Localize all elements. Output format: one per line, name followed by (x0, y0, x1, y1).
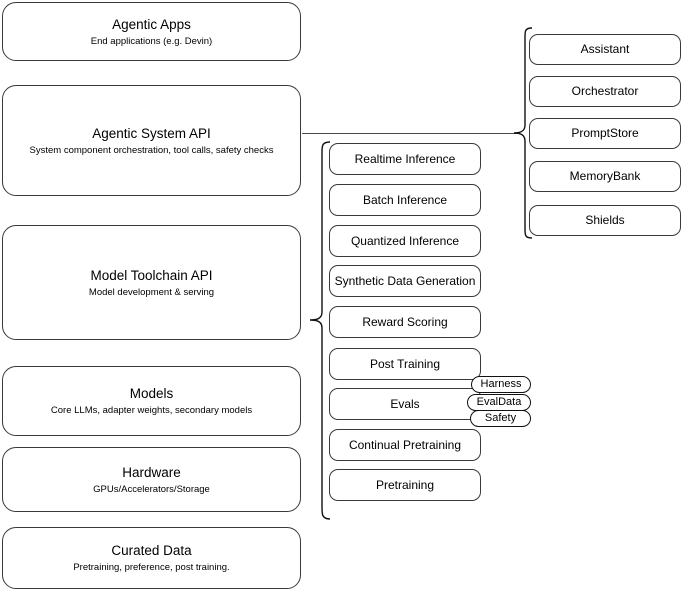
toolchain-box-evals[interactable]: Evals (329, 388, 481, 420)
layer-box-agentic-system-api[interactable]: Agentic System API System component orch… (2, 85, 301, 196)
system-component-label: Orchestrator (571, 84, 639, 98)
toolchain-box-continual-pretraining[interactable]: Continual Pretraining (329, 429, 481, 461)
toolchain-label: Pretraining (375, 477, 435, 492)
toolchain-box-pretraining[interactable]: Pretraining (329, 469, 481, 501)
brace-agentic-system-components (512, 26, 534, 240)
layer-box-curated-data[interactable]: Curated Data Pretraining, preference, po… (2, 527, 301, 589)
toolchain-label: Continual Pretraining (348, 437, 462, 452)
layer-title: Model Toolchain API (90, 267, 213, 283)
layer-title: Hardware (122, 464, 181, 480)
evals-tag-safety[interactable]: Safety (470, 410, 531, 427)
layer-subtitle: Core LLMs, adapter weights, secondary mo… (50, 405, 253, 416)
toolchain-label: Batch Inference (362, 192, 448, 207)
toolchain-box-reward-scoring[interactable]: Reward Scoring (329, 306, 481, 338)
layer-subtitle: End applications (e.g. Devin) (90, 35, 213, 47)
brace-model-toolchain (308, 140, 332, 522)
toolchain-label: Realtime Inference (354, 151, 456, 166)
layer-title: Models (129, 386, 174, 401)
layer-box-hardware[interactable]: Hardware GPUs/Accelerators/Storage (2, 447, 301, 512)
evals-tag-label: EvalData (476, 396, 522, 408)
evals-tag-harness[interactable]: Harness (471, 376, 531, 393)
evals-tag-label: Safety (484, 412, 517, 424)
system-component-label: Assistant (580, 42, 630, 56)
layer-title: Curated Data (111, 543, 192, 558)
connector-system-api-to-components (302, 133, 518, 135)
system-component-box-assistant[interactable]: Assistant (529, 34, 681, 65)
toolchain-box-batch-inference[interactable]: Batch Inference (329, 184, 481, 216)
layer-box-agentic-apps[interactable]: Agentic Apps End applications (e.g. Devi… (2, 2, 301, 61)
layer-title: Agentic Apps (112, 16, 191, 32)
layer-subtitle: GPUs/Accelerators/Storage (93, 483, 210, 495)
system-component-box-memorybank[interactable]: MemoryBank (529, 161, 681, 192)
layer-subtitle: System component orchestration, tool cal… (29, 144, 274, 156)
system-component-label: MemoryBank (569, 169, 641, 183)
toolchain-box-post-training[interactable]: Post Training (329, 348, 481, 380)
system-component-box-shields[interactable]: Shields (529, 205, 681, 236)
toolchain-label: Post Training (369, 356, 441, 371)
layer-subtitle: Model development & serving (88, 286, 215, 298)
toolchain-box-realtime-inference[interactable]: Realtime Inference (329, 143, 481, 175)
evals-tag-label: Harness (480, 378, 522, 390)
system-component-label: Shields (585, 213, 625, 227)
toolchain-label: Quantized Inference (350, 233, 460, 248)
layer-box-models[interactable]: Models Core LLMs, adapter weights, secon… (2, 366, 301, 436)
toolchain-box-quantized-inference[interactable]: Quantized Inference (329, 225, 481, 257)
system-component-label: PromptStore (571, 126, 639, 140)
system-component-box-orchestrator[interactable]: Orchestrator (529, 76, 681, 107)
toolchain-label: Synthetic Data Generation (334, 273, 476, 288)
layer-subtitle: Pretraining, preference, post training. (73, 562, 230, 573)
layer-box-model-toolchain-api[interactable]: Model Toolchain API Model development & … (2, 225, 301, 340)
toolchain-box-synthetic-data-generation[interactable]: Synthetic Data Generation (329, 265, 481, 297)
toolchain-label: Evals (390, 396, 420, 411)
layer-title: Agentic System API (92, 125, 211, 141)
toolchain-label: Reward Scoring (362, 314, 448, 329)
system-component-box-promptstore[interactable]: PromptStore (529, 118, 681, 149)
evals-tag-evaldata[interactable]: EvalData (467, 394, 531, 411)
